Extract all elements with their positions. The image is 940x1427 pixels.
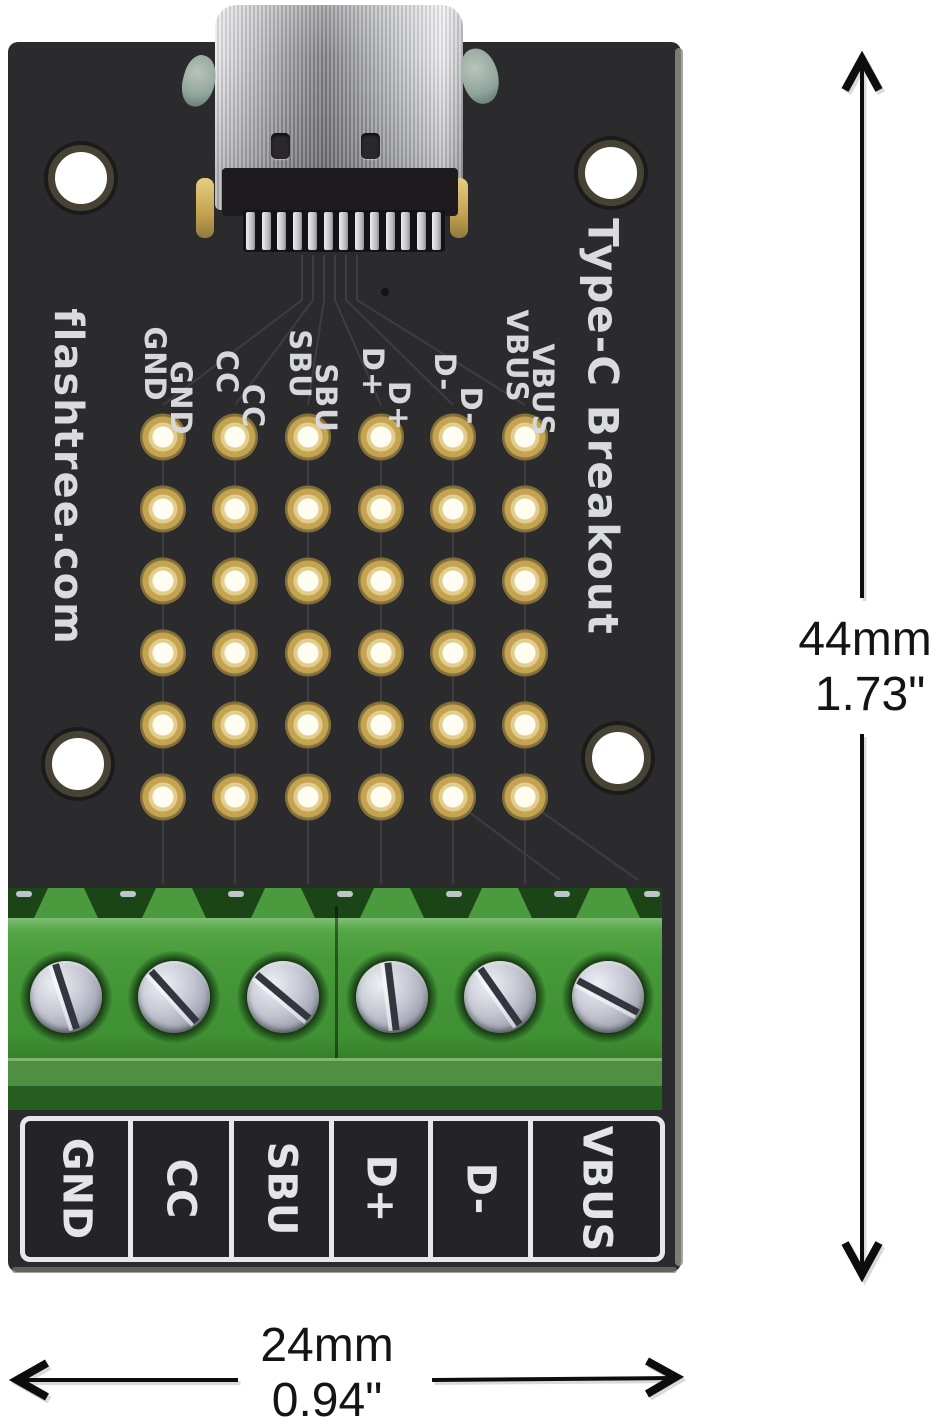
terminal-screw-vbus xyxy=(572,961,644,1033)
through-hole-pad xyxy=(285,701,331,749)
terminal-label-cell-d: D+ xyxy=(328,1121,428,1257)
through-hole-pad xyxy=(358,557,404,605)
through-hole-pad xyxy=(430,557,476,605)
connector-pin xyxy=(246,212,255,250)
through-hole-pad xyxy=(358,485,404,533)
through-hole-pad xyxy=(140,701,186,749)
through-hole-pad xyxy=(430,629,476,677)
mounting-hole-bottom-right xyxy=(585,725,651,791)
terminal-screw-gnd xyxy=(30,961,102,1033)
pcb-side-edge xyxy=(675,48,683,1266)
connector-pin xyxy=(339,212,348,250)
through-hole-pad xyxy=(430,773,476,821)
connector-pin xyxy=(323,212,333,250)
mounting-hole-bottom-left xyxy=(45,731,111,797)
connector-pin xyxy=(277,212,286,250)
connector-pin-row xyxy=(243,210,445,252)
through-hole-pad xyxy=(358,629,404,677)
height-label-inch: 1.73" xyxy=(814,668,926,721)
connector-plastic-base xyxy=(222,168,458,216)
connector-pin xyxy=(416,212,426,250)
terminal-bottom-strip xyxy=(8,1088,662,1110)
through-hole-pad xyxy=(140,413,186,461)
connector-pin xyxy=(370,212,379,250)
through-hole-pad xyxy=(502,557,548,605)
wire-slot-reflection xyxy=(337,891,353,897)
through-hole-pad xyxy=(140,629,186,677)
width-dimension-line xyxy=(18,1376,676,1382)
through-hole-pad xyxy=(140,485,186,533)
through-hole-pad xyxy=(212,413,258,461)
through-hole-pad xyxy=(430,413,476,461)
pcb-bottom-edge xyxy=(12,1267,677,1273)
terminal-screw-d xyxy=(464,961,536,1033)
through-hole-pad xyxy=(358,413,404,461)
width-label-mm: 24mm xyxy=(260,1319,394,1372)
through-hole-pad xyxy=(212,485,258,533)
through-hole-pad xyxy=(285,773,331,821)
terminal-block-seam xyxy=(335,906,338,1066)
through-hole-pad xyxy=(502,773,548,821)
through-hole-pad xyxy=(212,773,258,821)
height-label-mm: 44mm xyxy=(798,613,932,666)
through-hole-pad xyxy=(212,557,258,605)
terminal-label-cell-vbus: VBUS xyxy=(528,1121,660,1257)
connector-pin xyxy=(385,212,395,250)
through-hole-pad xyxy=(358,773,404,821)
connector-pin xyxy=(308,212,317,250)
mounting-hole-top-right xyxy=(578,140,644,206)
width-arrowheads xyxy=(8,1357,685,1401)
terminal-screw-sbu xyxy=(247,961,319,1033)
through-hole-pad xyxy=(430,701,476,749)
through-hole-pad xyxy=(285,557,331,605)
terminal-front-face xyxy=(8,918,662,1058)
through-hole-pad xyxy=(502,413,548,461)
wire-slot-reflection xyxy=(228,891,244,897)
height-arrowheads xyxy=(841,50,883,1283)
through-hole-pad xyxy=(140,773,186,821)
through-hole-pad xyxy=(502,701,548,749)
through-hole-pad xyxy=(502,629,548,677)
connector-dimple-left xyxy=(271,133,290,159)
terminal-recess-band xyxy=(8,1058,662,1088)
connector-pin xyxy=(261,212,271,250)
connector-pin xyxy=(292,212,302,250)
terminal-wire-entry-band xyxy=(8,888,662,918)
terminal-screw-cc xyxy=(138,961,210,1033)
wire-slot-reflection xyxy=(120,891,136,897)
terminal-screw-d xyxy=(356,961,428,1033)
connector-pin xyxy=(432,212,441,250)
terminal-label-cell-sbu: SBU xyxy=(229,1121,329,1257)
through-hole-pad xyxy=(212,701,258,749)
through-hole-pad xyxy=(430,485,476,533)
through-hole-pad xyxy=(358,701,404,749)
through-hole-pad xyxy=(212,629,258,677)
terminal-label-cell-d: D- xyxy=(427,1121,529,1257)
wire-slot-reflection xyxy=(554,891,570,897)
mounting-hole-top-left xyxy=(48,145,114,211)
wire-slot-reflection xyxy=(16,891,32,897)
wire-slot-reflection xyxy=(644,891,660,897)
screw-terminal-block xyxy=(8,888,662,1110)
through-hole-pad xyxy=(285,629,331,677)
wire-slot-reflection xyxy=(446,891,462,897)
terminal-label-cell-cc: CC xyxy=(127,1121,230,1257)
through-hole-pad xyxy=(285,413,331,461)
through-hole-pad xyxy=(140,557,186,605)
through-hole-pad xyxy=(502,485,548,533)
width-label-inch: 0.94" xyxy=(271,1374,383,1427)
connector-pin xyxy=(354,212,364,250)
connector-solder-tab-left xyxy=(196,178,214,238)
connector-dimple-right xyxy=(361,133,380,159)
through-hole-pad xyxy=(285,485,331,533)
connector-pin xyxy=(401,212,410,250)
